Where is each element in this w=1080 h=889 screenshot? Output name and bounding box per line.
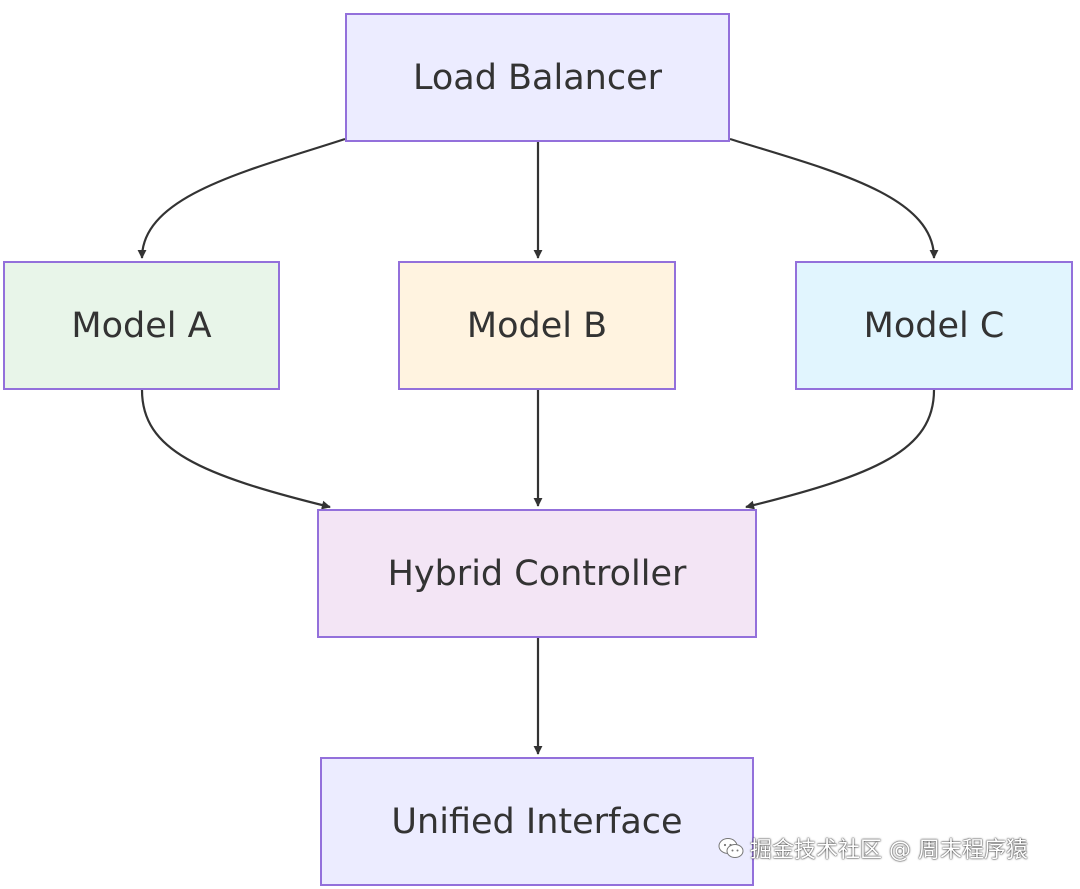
- node-label: Model C: [863, 305, 1005, 346]
- node-model-b: Model B: [398, 261, 676, 390]
- watermark: 掘金技术社区 @ 周末程序猿: [718, 832, 1028, 864]
- edge-model-c-to-hc: [745, 389, 936, 510]
- watermark-text: 掘金技术社区 @ 周末程序猿: [750, 838, 1028, 863]
- node-label: Unified Interface: [391, 801, 683, 842]
- node-hybrid-controller: Hybrid Controller: [317, 509, 757, 638]
- node-model-c: Model C: [795, 261, 1073, 390]
- wechat-icon: [718, 838, 744, 858]
- node-load-balancer: Load Balancer: [345, 13, 730, 142]
- node-model-a: Model A: [3, 261, 280, 390]
- node-unified-interface: Unified Interface: [320, 757, 754, 886]
- node-label: Hybrid Controller: [387, 553, 687, 594]
- edge-lb-to-model-a: [137, 137, 346, 259]
- edge-lb-to-model-c: [729, 137, 939, 259]
- node-label: Load Balancer: [412, 57, 663, 98]
- node-label: Model B: [466, 305, 608, 346]
- node-label: Model A: [71, 305, 212, 346]
- edge-model-a-to-hc: [140, 389, 331, 510]
